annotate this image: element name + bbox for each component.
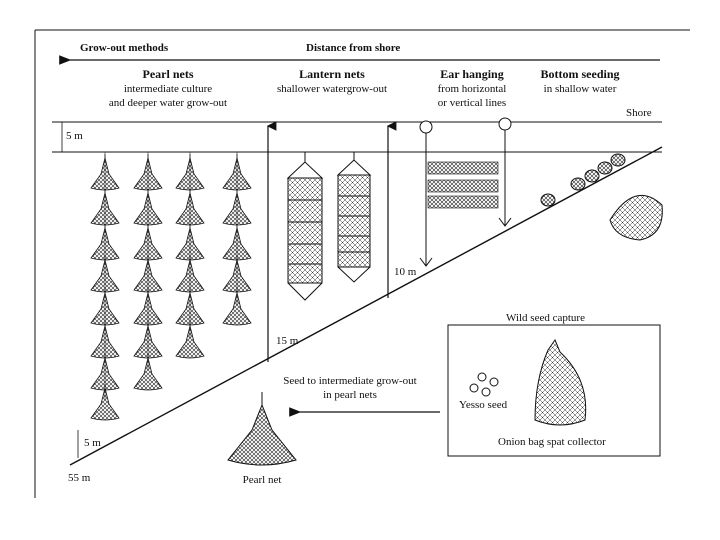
ear-hanging-title: Ear hanging [440,67,504,81]
shore-label: Shore [626,107,652,119]
ear-hanging-group [419,117,512,267]
pearl-net-icon [227,392,297,466]
sea-floor-line [69,146,663,466]
bottom-seeding-line1: in shallow water [543,83,617,95]
depth-15-label: 15 m [276,335,299,347]
yesso-seed-label: Yesso seed [459,399,508,411]
depth-bottom-label: 5 m [84,437,101,449]
bottom-seeding-title: Bottom seeding [540,67,620,81]
ear-hanging-line1: from horizontal [437,83,507,95]
pearl-nets-group [90,152,252,421]
pearl-nets-line1: intermediate culture [123,83,213,95]
seed-line2: in pearl nets [323,389,377,401]
bottom-seeding-group [540,153,663,241]
inset-title: Wild seed capture [506,312,585,324]
collector-label: Onion bag spat collector [498,436,606,448]
lantern-nets-line1: shallower watergrow-out [276,83,388,95]
seed-line1: Seed to intermediate grow-out [283,375,417,387]
depth-10-label: 10 m [394,266,417,278]
frame-lines [34,29,690,498]
ear-hanging-line2: or vertical lines [437,97,507,109]
depth-55-label: 55 m [68,472,91,484]
depth-top-label: 5 m [66,130,83,142]
lantern-nets-title: Lantern nets [299,67,365,81]
onion-bag-icon [534,338,587,426]
lantern-nets-group [286,152,372,301]
distance-from-shore-label: Distance from shore [306,42,401,54]
pearl-net-label: Pearl net [242,474,282,486]
grow-out-methods-label: Grow-out methods [80,42,169,54]
pearl-nets-title: Pearl nets [142,67,194,81]
water-lines [52,121,662,153]
yesso-seed-icon [469,372,499,397]
pearl-nets-line2: and deeper water grow-out [108,97,228,109]
